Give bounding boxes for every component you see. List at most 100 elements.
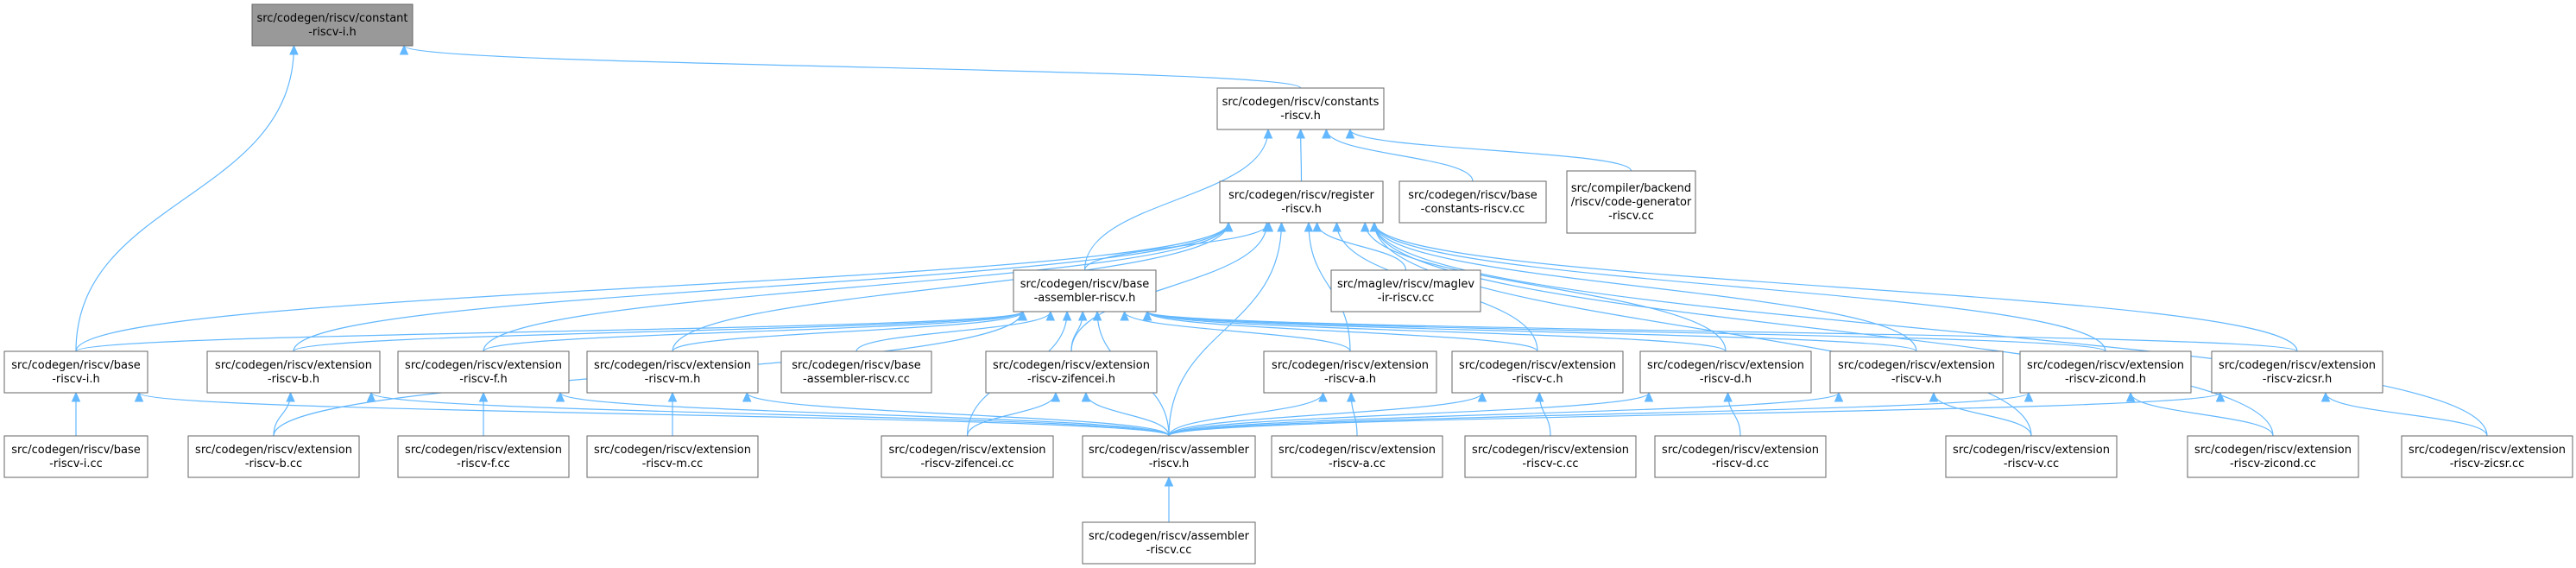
node-ext-zicond-cc[interactable]: src/codegen/riscv/extension-riscv-zicond… <box>2187 435 2359 478</box>
node-base-assembler-cc[interactable]: src/codegen/riscv/base-assembler-riscv.c… <box>780 350 932 394</box>
node-ext-zicsr-cc[interactable]: src/codegen/riscv/extension-riscv-zicsr.… <box>2401 435 2573 478</box>
node-label-line: src/codegen/riscv/extension <box>1838 359 1995 372</box>
node-box <box>586 435 759 478</box>
edge-ext-c-h-to-base-assembler-h <box>1146 311 1538 352</box>
edge-assembler-riscv-h-to-ext-zifencei-h <box>1085 392 1170 437</box>
node-box <box>251 3 414 47</box>
node-ext-zicond-h[interactable]: src/codegen/riscv/extension-riscv-zicond… <box>2019 350 2192 394</box>
arrowhead-assembler-riscv-h-to-ext-f-h <box>555 391 565 402</box>
arrowhead-assembler-riscv-h-to-ext-b-h <box>366 391 376 402</box>
arrowhead-assembler-riscv-h-to-ext-a-h <box>1318 391 1328 402</box>
node-box <box>1082 435 1256 478</box>
node-ext-c-h[interactable]: src/codegen/riscv/extension-riscv-c.h <box>1451 350 1624 394</box>
node-base-constants-cc[interactable]: src/codegen/riscv/base-constants-riscv.c… <box>1398 180 1547 224</box>
node-ext-zicsr-h[interactable]: src/codegen/riscv/extension-riscv-zicsr.… <box>2211 350 2383 394</box>
edge-code-generator-cc-to-constants-riscv <box>1349 129 1632 172</box>
arrowhead-register-riscv-to-constants-riscv <box>1296 128 1305 139</box>
node-label-line: -riscv-a.cc <box>1329 458 1386 470</box>
node-box <box>1639 350 1812 394</box>
arrowhead-ext-zifencei-cc-to-ext-zifencei-h <box>1051 391 1061 402</box>
node-label-line: src/codegen/riscv/extension <box>1662 444 1819 457</box>
node-label-line: src/codegen/riscv/extension <box>405 444 562 457</box>
node-maglev-ir-cc[interactable]: src/maglev/riscv/maglev-ir-riscv.cc <box>1330 269 1481 312</box>
node-ext-a-cc[interactable]: src/codegen/riscv/extension-riscv-a.cc <box>1271 435 1443 478</box>
node-constants-riscv[interactable]: src/codegen/riscv/constants-riscv.h <box>1216 87 1385 130</box>
edge-assembler-riscv-h-to-ext-zicsr-h <box>1168 392 2221 437</box>
node-ext-b-h[interactable]: src/codegen/riscv/extension-riscv-b.h <box>206 350 381 394</box>
arrowhead-ext-d-h-to-register-riscv <box>1360 221 1370 232</box>
edge-assembler-riscv-h-to-ext-c-h <box>1168 392 1483 437</box>
node-assembler-riscv-cc[interactable]: src/codegen/riscv/assembler-riscv.cc <box>1082 521 1256 565</box>
node-ext-d-h[interactable]: src/codegen/riscv/extension-riscv-d.h <box>1639 350 1812 394</box>
edge-ext-m-h-to-base-assembler-h <box>672 311 1024 352</box>
edge-assembler-riscv-h-to-ext-v-h <box>1168 392 1840 437</box>
arrowhead-assembler-riscv-h-to-base-riscv-i-h <box>134 391 144 402</box>
node-ext-f-cc[interactable]: src/codegen/riscv/extension-riscv-f.cc <box>397 435 570 478</box>
node-base-riscv-i-h[interactable]: src/codegen/riscv/base-riscv-i.h <box>3 350 148 394</box>
node-code-generator-cc[interactable]: src/compiler/backend/riscv/code-generato… <box>1566 170 1696 234</box>
edges-layer <box>71 44 2488 522</box>
node-box <box>397 435 570 478</box>
node-box <box>881 435 1054 478</box>
node-label-line: -assembler-riscv.h <box>1034 292 1136 305</box>
edge-ext-zicond-h-to-base-assembler-h <box>1146 311 2106 352</box>
node-ext-c-cc[interactable]: src/codegen/riscv/extension-riscv-c.cc <box>1464 435 1637 478</box>
node-label-line: -riscv.cc <box>1608 210 1654 223</box>
node-ext-a-h[interactable]: src/codegen/riscv/extension-riscv-a.h <box>1263 350 1437 394</box>
node-assembler-riscv-h[interactable]: src/codegen/riscv/assembler-riscv.h <box>1082 435 1256 478</box>
arrowhead-assembler-riscv-h-to-ext-zifencei-h <box>1081 391 1091 402</box>
arrowhead-ext-d-cc-to-ext-d-h <box>1723 391 1733 402</box>
arrowhead-assembler-riscv-h-to-ext-c-h <box>1477 391 1487 402</box>
node-label-line: -riscv.h <box>1149 458 1190 470</box>
node-ext-f-h[interactable]: src/codegen/riscv/extension-riscv-f.h <box>397 350 570 394</box>
arrowhead-ext-zicond-cc-to-ext-zicond-h <box>2125 391 2136 402</box>
arrowhead-ext-zifencei-cc-to-base-assembler-h <box>1062 310 1072 321</box>
node-ext-m-cc[interactable]: src/codegen/riscv/extension-riscv-m.cc <box>586 435 759 478</box>
node-box <box>2019 350 2192 394</box>
node-label-line: -riscv-c.cc <box>1522 458 1578 470</box>
node-constant-riscv-i[interactable]: src/codegen/riscv/constant-riscv-i.h <box>251 3 414 47</box>
node-label-line: src/codegen/riscv/constant <box>256 12 407 25</box>
node-label-line: -riscv-zifencei.h <box>1027 373 1115 386</box>
edge-assembler-riscv-h-to-ext-d-h <box>1168 392 1650 437</box>
node-base-assembler-h[interactable]: src/codegen/riscv/base-assembler-riscv.h <box>1013 269 1157 312</box>
node-label-line: -riscv-d.h <box>1700 373 1752 386</box>
node-label-line: -riscv-i.cc <box>49 458 103 470</box>
node-ext-zifencei-cc[interactable]: src/codegen/riscv/extension-riscv-zifenc… <box>881 435 1054 478</box>
node-ext-v-h[interactable]: src/codegen/riscv/extension-riscv-v.h <box>1829 350 2004 394</box>
node-label-line: src/codegen/riscv/base <box>792 359 921 372</box>
edge-ext-f-h-to-register-riscv <box>483 222 1229 352</box>
edge-ext-zicsr-cc-to-register-riscv <box>1373 222 2488 437</box>
arrowhead-base-assembler-h-to-constants-riscv <box>1263 128 1273 139</box>
node-box <box>1271 435 1443 478</box>
edge-ext-v-h-to-register-riscv <box>1373 222 1917 352</box>
arrowhead-ext-zifencei-h-to-register-riscv <box>1262 221 1272 232</box>
node-box <box>1654 435 1827 478</box>
node-label-line: src/codegen/riscv/base <box>1408 189 1537 202</box>
node-register-riscv[interactable]: src/codegen/riscv/register-riscv.h <box>1219 180 1384 224</box>
node-box <box>1263 350 1437 394</box>
node-ext-d-cc[interactable]: src/codegen/riscv/extension-riscv-d.cc <box>1654 435 1827 478</box>
node-label-line: -riscv-zicond.h <box>2065 373 2146 386</box>
node-box <box>206 350 381 394</box>
edge-constants-riscv-to-constant-riscv-i <box>403 45 1302 89</box>
node-label-line: src/codegen/riscv/extension <box>1279 444 1436 457</box>
node-label-line: src/codegen/riscv/extension <box>215 359 372 372</box>
arrowhead-maglev-ir-cc-to-register-riscv <box>1312 221 1322 232</box>
node-ext-zifencei-h[interactable]: src/codegen/riscv/extension-riscv-zifenc… <box>985 350 1158 394</box>
arrowhead-ext-v-cc-to-ext-v-h <box>1929 391 1939 402</box>
node-label-line: src/codegen/riscv/extension <box>1472 444 1629 457</box>
node-base-riscv-i-cc[interactable]: src/codegen/riscv/base-riscv-i.cc <box>3 435 148 478</box>
node-ext-v-cc[interactable]: src/codegen/riscv/extension-riscv-v.cc <box>1945 435 2118 478</box>
node-label-line: src/codegen/riscv/register <box>1228 189 1374 202</box>
edge-ext-m-h-to-register-riscv <box>672 222 1229 352</box>
node-label-line: -constants-riscv.cc <box>1421 203 1525 216</box>
node-label-line: src/codegen/riscv/extension <box>2409 444 2566 457</box>
node-box <box>1398 180 1547 224</box>
node-box <box>187 435 360 478</box>
node-box <box>780 350 932 394</box>
node-ext-m-h[interactable]: src/codegen/riscv/extension-riscv-m.h <box>586 350 759 394</box>
node-ext-b-cc[interactable]: src/codegen/riscv/extension-riscv-b.cc <box>187 435 360 478</box>
arrowhead-ext-b-cc-to-base-assembler-h <box>1017 310 1027 321</box>
node-label-line: src/codegen/riscv/extension <box>889 444 1046 457</box>
